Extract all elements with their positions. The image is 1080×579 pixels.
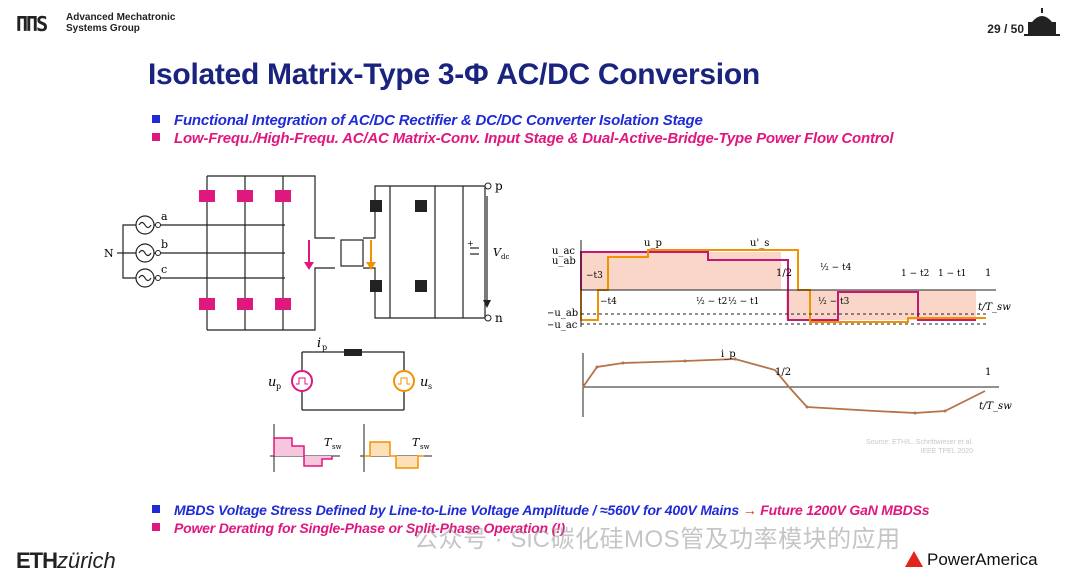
source-up-icon xyxy=(291,370,313,392)
y-label-uab: u_ab xyxy=(552,256,576,267)
watermark: 公众号 · SiC碳化硅MOS管及功率模块的应用 xyxy=(414,526,901,553)
bullet-bottom-1: MBDS Voltage Stress Defined by Line-to-L… xyxy=(152,502,930,518)
inductor-icon xyxy=(344,349,362,356)
current-sub-label: p xyxy=(322,343,327,352)
org-name-line2: Systems Group xyxy=(66,23,140,34)
poweramerica-text: PowerAmerica xyxy=(927,550,1038,569)
time-mark-half-t3: ½ − t3 xyxy=(818,296,850,307)
bullet-bottom-2-text: Power Derating for Single-Phase or Split… xyxy=(174,520,565,536)
bottom-mark-half: 1/2 xyxy=(775,367,791,378)
bullet-square xyxy=(152,523,160,531)
voltage-waveform-chart: u_ac u_ab −u_ab −u_ac u_p u'_s −t3 −t4 ½… xyxy=(548,238,1011,331)
mini-waveforms: T sw T sw xyxy=(270,424,432,472)
vdc-label: V xyxy=(493,246,502,259)
us-sub-label: s xyxy=(428,382,432,391)
neutral-label: N xyxy=(104,247,114,260)
y-label-neg-uac: −u_ac xyxy=(548,320,578,331)
us-label: u xyxy=(420,375,428,390)
trace-label-ip: i_p xyxy=(721,349,736,360)
y-label-uac: u_ac xyxy=(552,246,575,257)
org-name: Advanced Mechatronic Systems Group xyxy=(66,12,175,34)
y-label-neg-uab: −u_ab xyxy=(548,308,578,319)
mini-tsw-label-1: T xyxy=(324,436,333,449)
up-sub-label: p xyxy=(276,382,281,391)
output-n-label: n xyxy=(495,311,503,325)
bullet-top-1-text: Functional Integration of AC/DC Rectifie… xyxy=(174,112,703,129)
vdc-sub-label: dc xyxy=(501,253,509,261)
source-note: Source: ETH/L. Schrittwieser et al. IEEE… xyxy=(866,438,973,456)
poweramerica-triangle-icon xyxy=(905,551,923,567)
trace-label-up: u_p xyxy=(644,238,662,249)
time-mark-half: 1/2 xyxy=(776,268,792,279)
bullet-square xyxy=(152,505,160,513)
time-mark-half-t4: ½ − t4 xyxy=(820,262,852,273)
up-label: u xyxy=(268,375,276,390)
phase-c-label: c xyxy=(161,263,167,276)
equivalent-circuit: i p u p u s xyxy=(268,336,432,411)
bullet-bottom-1-text: MBDS Voltage Stress Defined by Line-to-L… xyxy=(174,502,739,518)
arrow-icon: → xyxy=(742,502,757,518)
bullet-top-2-text: Low-Frequ./High-Frequ. AC/AC Matrix-Conv… xyxy=(174,130,894,147)
cap-plus-label: + xyxy=(467,239,474,248)
eth-building-icon xyxy=(1024,8,1060,36)
eth-logo-rest: zürich xyxy=(57,548,116,573)
eth-logo-bold: ETH xyxy=(16,548,58,573)
bullet-square xyxy=(152,115,160,123)
output-p-label: p xyxy=(495,179,503,193)
slide-title: Isolated Matrix-Type 3-Φ AC/DC Conversio… xyxy=(148,58,760,91)
source-line-1: Source: ETH/L. Schrittwieser et al. xyxy=(866,439,973,446)
poweramerica-logo: PowerAmerica xyxy=(905,550,1038,570)
axis-label-bottom: t/T_sw xyxy=(979,401,1012,412)
org-name-line1: Advanced Mechatronic xyxy=(66,12,176,23)
current-waveform-chart: i_p 1/2 1 t/T_sw xyxy=(582,349,1012,417)
time-mark-half-t2: ½ − t2 xyxy=(696,296,727,307)
time-mark-t4: −t4 xyxy=(600,297,617,307)
source-line-2: IEEE TPEL 2020 xyxy=(920,448,973,455)
axis-label-top: t/T_sw xyxy=(978,302,1011,313)
mini-tsw-sub-1: sw xyxy=(332,443,342,451)
phase-b-label: b xyxy=(161,238,168,251)
time-mark-t3: −t3 xyxy=(586,271,603,281)
source-us-icon xyxy=(393,370,415,392)
bullet-square xyxy=(152,133,160,141)
trace-label-us: u'_s xyxy=(750,238,769,249)
matrix-converter-schematic: a b c N p n V dc + xyxy=(104,175,509,331)
mini-tsw-label-2: T xyxy=(412,436,421,449)
bullet-bottom-1-tail: Future 1200V GaN MBDSs xyxy=(760,502,930,518)
bottom-mark-1: 1 xyxy=(985,367,991,378)
bullet-bottom-2: Power Derating for Single-Phase or Split… xyxy=(152,520,565,536)
time-mark-1-t2: 1 − t2 xyxy=(901,269,929,279)
ams-logo-mark: ΠΠS xyxy=(16,12,48,36)
page-number: 29 / 50 xyxy=(987,22,1024,36)
ams-logo: ΠΠS Advanced Mechatronic Systems Group xyxy=(16,10,196,40)
time-mark-1: 1 xyxy=(985,268,991,279)
phase-a-label: a xyxy=(161,210,168,223)
time-mark-half-t1: ½ − t1 xyxy=(728,296,759,307)
mini-tsw-sub-2: sw xyxy=(420,443,430,451)
time-mark-1-t1: 1 − t1 xyxy=(938,269,966,279)
bullet-top-2: Low-Frequ./High-Frequ. AC/AC Matrix-Conv… xyxy=(152,130,894,147)
bullet-top-1: Functional Integration of AC/DC Rectifie… xyxy=(152,112,703,129)
eth-zurich-logo: ETHzürich xyxy=(16,548,116,574)
current-label: i xyxy=(317,336,321,351)
